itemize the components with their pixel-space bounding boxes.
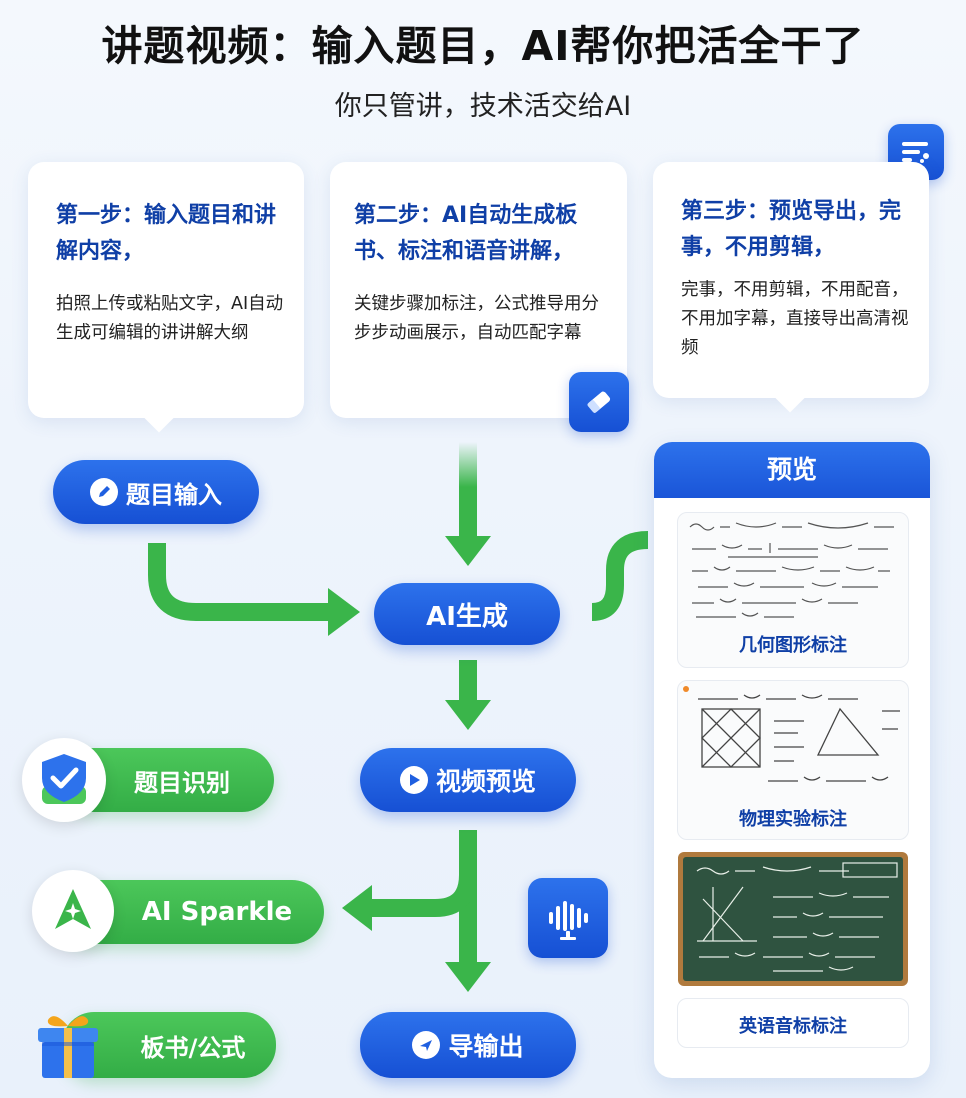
topic-input-button[interactable]: 题目输入 [53,460,259,524]
preview-item-physics[interactable]: 物理实验标注 [677,680,909,840]
geometry-sketch-image [683,686,900,782]
topic-input-label: 题目输入 [126,480,222,509]
step-card-3: 第三步：预览导出，完事，不用剪辑， 完事，不用剪辑，不用配音，不用加字幕，直接导… [653,162,929,413]
video-preview-label: 视频预览 [435,767,536,796]
play-icon [399,766,428,794]
step-1-title: 第一步：输入题目和讲解内容， [56,203,277,264]
step-1-desc: 拍照上传或粘贴文字，AI自动生成可编辑的讲讲解大纲 [56,294,284,343]
preview-item-3-label: 英语音标标注 [739,1016,847,1037]
preview-header: 预览 [654,442,930,498]
formula-sketch-image [689,522,894,618]
preview-item-1-label: 几何图形标注 [739,635,847,656]
voice-wave-icon[interactable] [528,878,608,958]
preview-item-geometry[interactable]: 几何图形标注 [677,512,909,668]
page-title: 讲题视频：输入题目，AI帮你把活全干了 [101,22,865,70]
preview-panel: 预览 几何图形标注 [654,442,930,1078]
preview-item-2-label: 物理实验标注 [739,809,847,830]
sparkle-arrow-icon [32,870,114,952]
step-3-title: 第三步：预览导出，完事，不用剪辑， [681,199,902,260]
feature-2-label: AI Sparkle [141,897,293,927]
send-icon [412,1031,441,1059]
step-2-title: 第二步：AI自动生成板书、标注和语音讲解， [354,203,578,264]
ai-generate-button[interactable]: AI生成 [374,583,560,645]
shield-check-icon [22,738,106,822]
step-3-desc: 完事，不用剪辑，不用配音，不用加字幕，直接导出高清视频 [681,280,909,358]
arrow-input-to-ai [148,543,330,621]
preview-item-english[interactable]: 英语音标标注 [677,998,909,1048]
eraser-icon[interactable] [569,372,629,432]
feature-1-label: 题目识别 [134,768,230,797]
page-subtitle: 你只管讲，技术活交给AI [334,91,632,122]
pencil-icon [90,478,118,506]
step-card-1: 第一步：输入题目和讲解内容， 拍照上传或粘贴文字，AI自动生成可编辑的讲讲解大纲 [28,162,304,433]
step-2-desc: 关键步骤加标注，公式推导用分步步动画展示，自动匹配字幕 [354,294,599,343]
video-preview-button[interactable]: 视频预览 [360,748,576,812]
export-button[interactable]: 导输出 [360,1012,576,1078]
chalkboard-image[interactable] [678,852,908,986]
feature-board-formula[interactable]: 板书/公式 [62,1012,276,1078]
gift-box-icon [28,1004,108,1084]
feature-3-label: 板书/公式 [140,1033,246,1062]
export-label: 导输出 [448,1032,524,1061]
ai-generate-label: AI生成 [426,601,508,632]
